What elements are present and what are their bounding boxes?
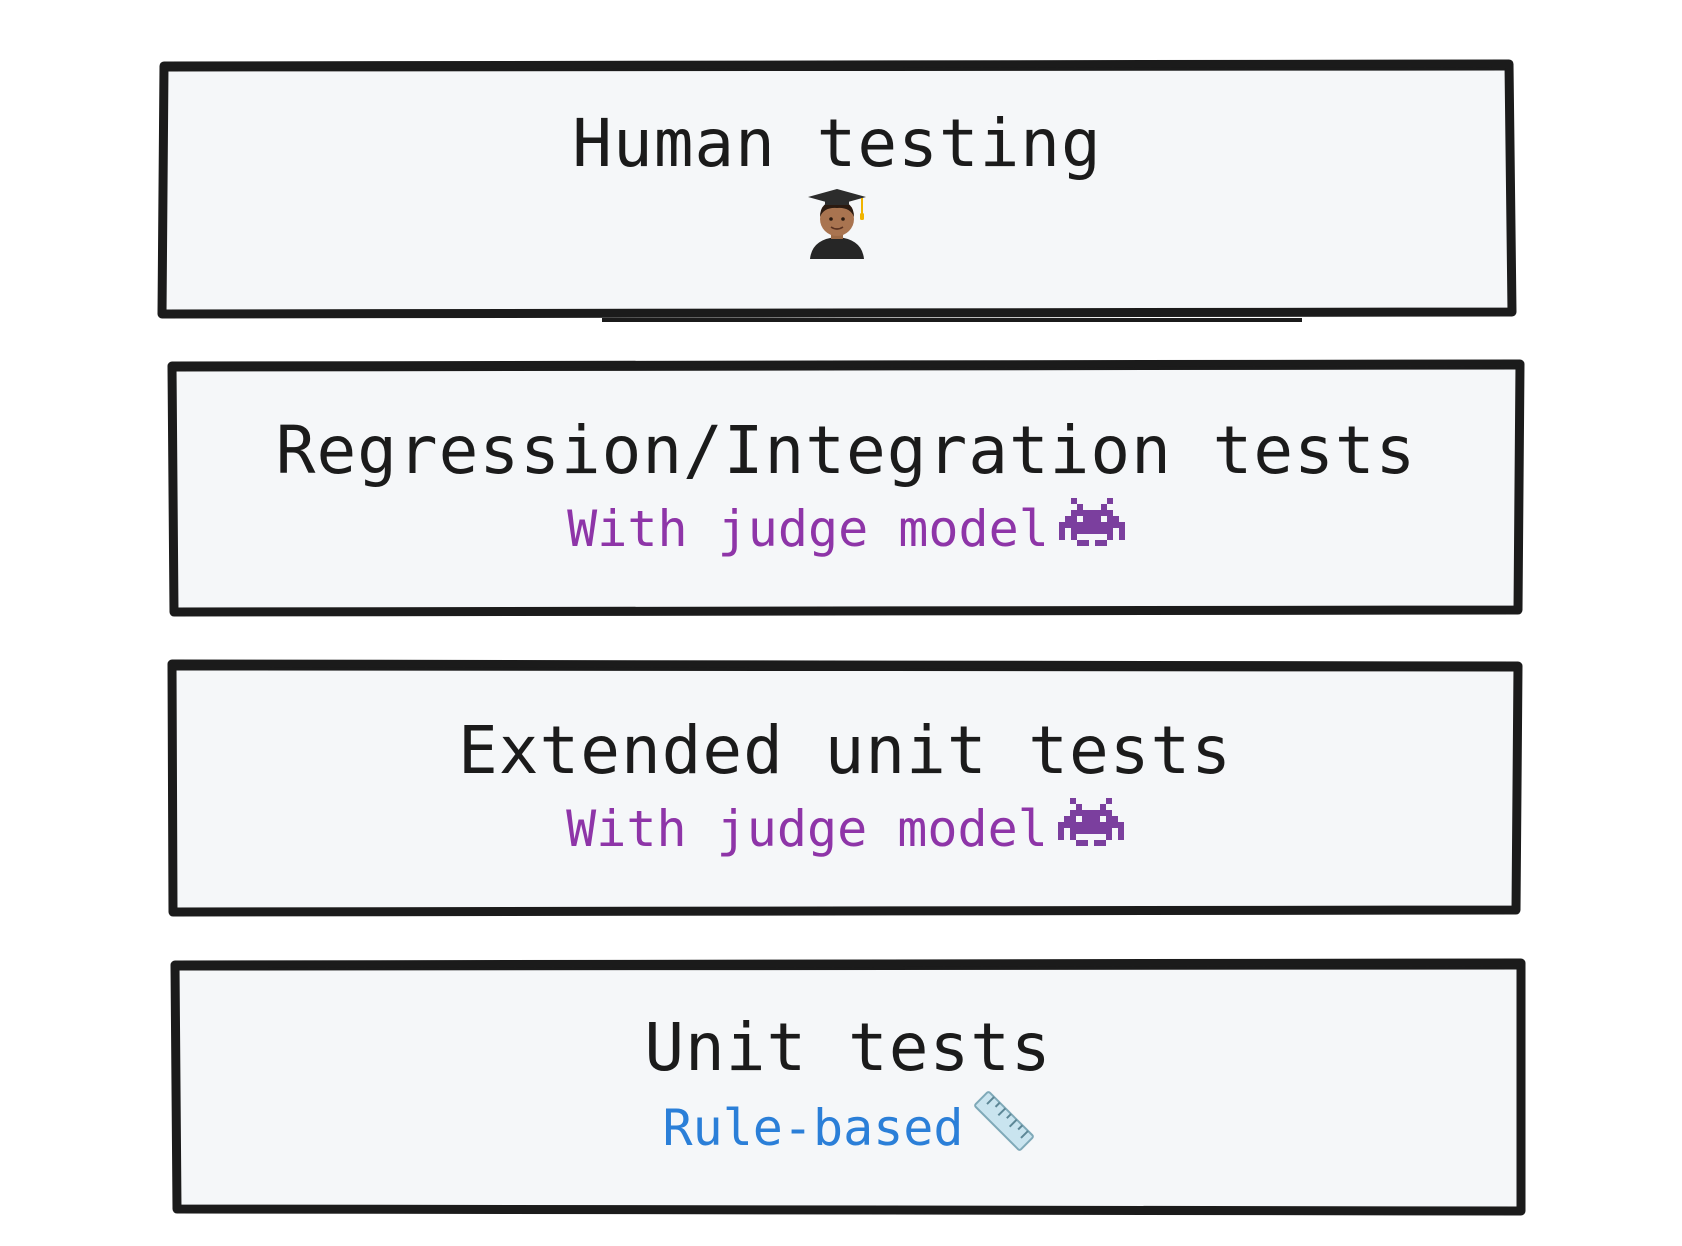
extended-unit-tests-subtitle: With judge model <box>566 799 1048 858</box>
extended-unit-tests-box: Extended unit tests With judge model <box>167 659 1523 917</box>
unit-tests-subtitle: Rule-based <box>662 1098 964 1157</box>
regression-integration-subtitle: With judge model <box>567 499 1049 558</box>
space-invader-icon <box>1057 794 1124 863</box>
ruler-icon <box>973 1091 1034 1164</box>
unit-tests-box: Unit tests Rule-based <box>170 958 1526 1216</box>
regression-integration-subtitle-row: With judge model <box>567 494 1125 563</box>
extended-unit-tests-subtitle-row: With judge model <box>566 794 1124 863</box>
graduate-icon <box>804 187 870 272</box>
human-testing-title: Human testing <box>572 104 1102 182</box>
unit-tests-title: Unit tests <box>644 1008 1052 1086</box>
regression-integration-title: Regression/Integration tests <box>275 411 1417 489</box>
human-testing-subtitle-row <box>804 187 870 272</box>
unit-tests-subtitle-row: Rule-based <box>662 1091 1034 1164</box>
box-outline <box>170 958 1526 1216</box>
space-invader-icon <box>1058 494 1125 563</box>
extended-unit-tests-title: Extended unit tests <box>458 711 1232 789</box>
regression-integration-box: Regression/Integration tests With judge … <box>167 359 1525 617</box>
human-testing-box: Human testing <box>157 59 1517 322</box>
